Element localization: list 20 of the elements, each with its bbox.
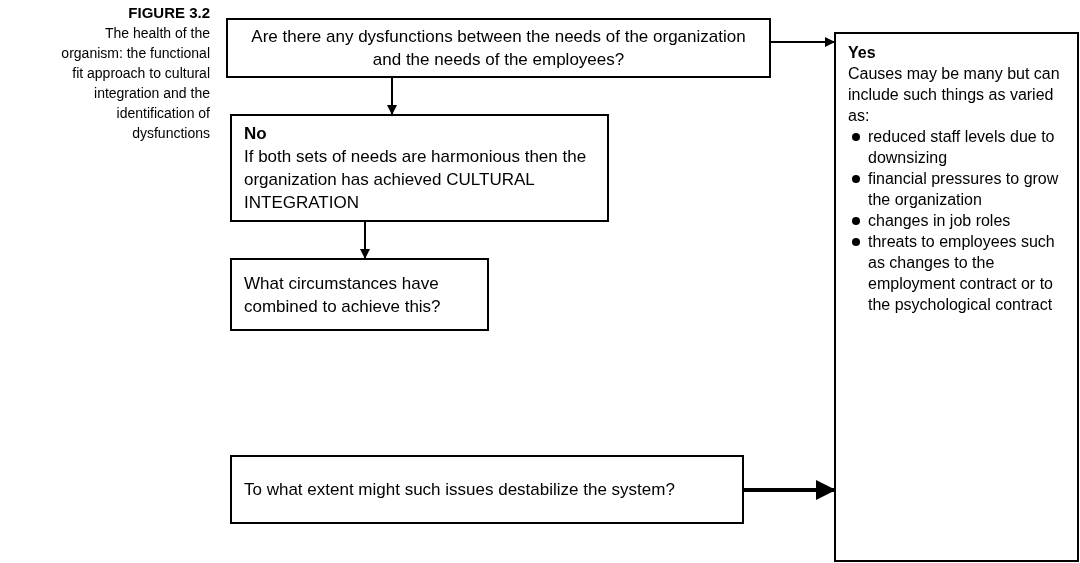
- process-box: [230, 455, 744, 524]
- node-text: Are there any dysfunctions between the needs of the organization and the needs of the employees?: [250, 26, 747, 71]
- arrow: [387, 77, 397, 115]
- list-item: changes in job roles: [868, 211, 1011, 231]
- arrow: [744, 480, 836, 500]
- node-text: Causes may be many but can include such things as varied as:: [848, 64, 1061, 126]
- node-text: If both sets of needs are harmonious then the organization has achieved CULTURAL INTEGRATION: [244, 146, 588, 214]
- text-panel: [834, 32, 1079, 562]
- node-text: To what extent might such issues destabilize the system?: [244, 479, 676, 501]
- arrow: [770, 37, 835, 47]
- node-text: What circumstances have combined to achieve this?: [244, 272, 442, 318]
- figure-caption: The health of the organism: the functional fit approach to cultural integration and the identification of dysfunctions: [60, 24, 210, 143]
- process-box: [230, 114, 609, 222]
- process-box: [226, 18, 771, 78]
- node-heading: No: [244, 123, 268, 145]
- figure-title: FIGURE 3.2: [128, 3, 210, 23]
- arrow: [360, 221, 370, 259]
- list-item: threats to employees such as changes to the employment contract or to the psychological contract: [868, 232, 1056, 315]
- node-heading: Yes: [848, 43, 877, 63]
- process-box: [230, 258, 489, 331]
